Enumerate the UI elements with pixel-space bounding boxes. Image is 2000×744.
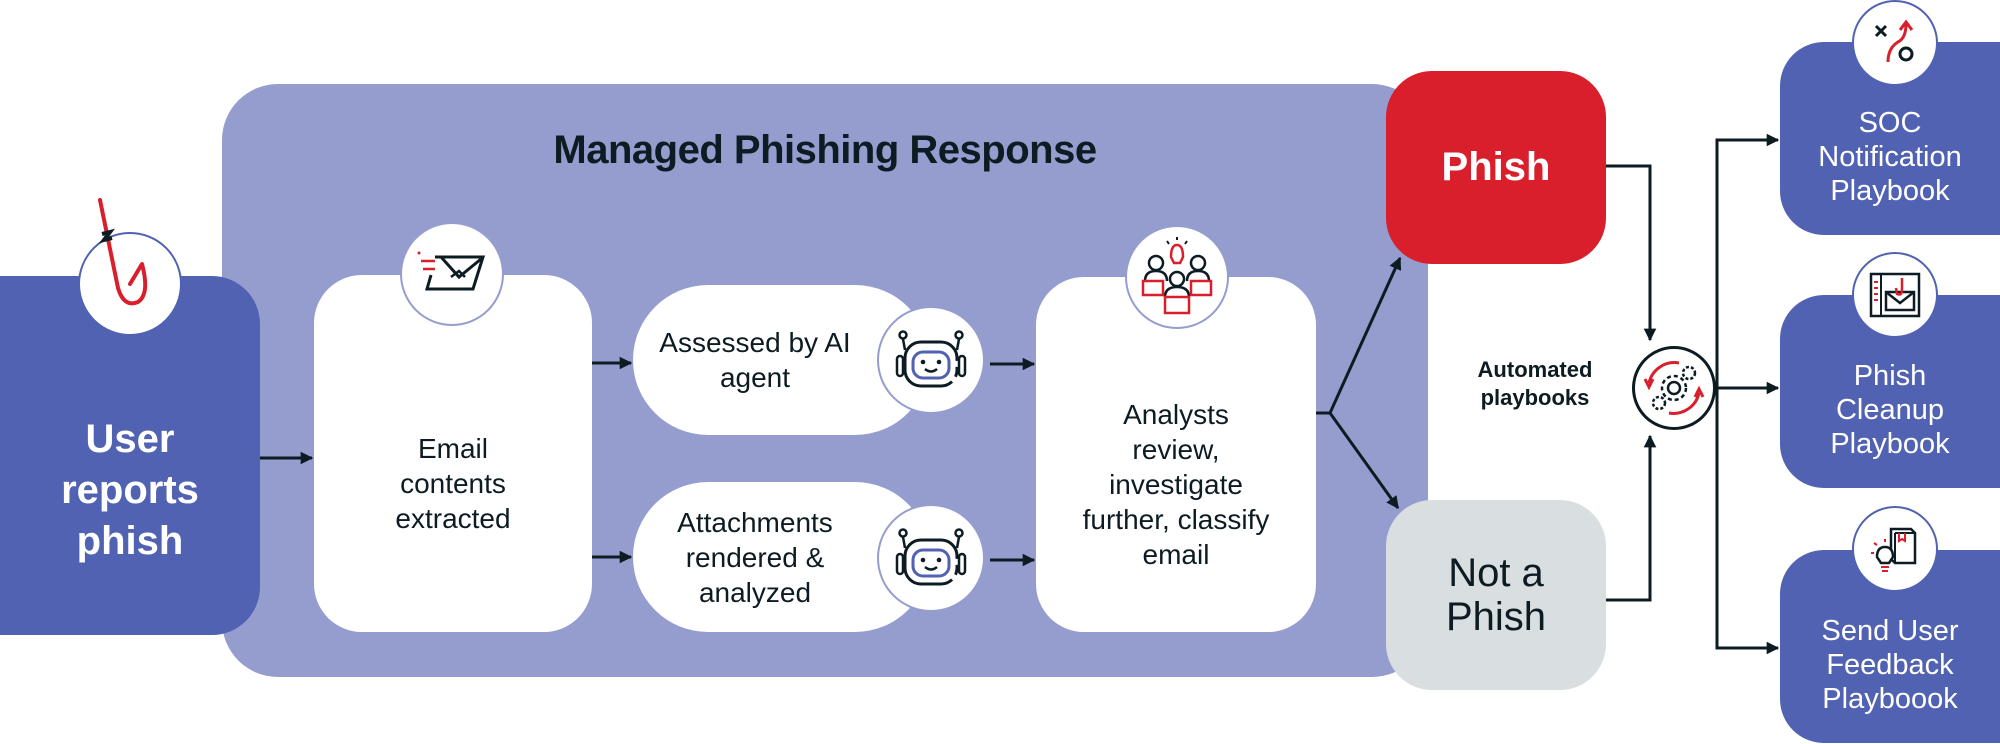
phish-cleanup-playbook-label: Phish Cleanup Playbook (1830, 359, 1950, 460)
analysts-team-icon (1141, 237, 1213, 315)
analysts-review-label: Analysts review, investigate further, cl… (1082, 399, 1270, 570)
arrow-gears-to-soc (1715, 133, 1780, 388)
arrow-analysts-to-notphish (1328, 412, 1400, 510)
ai-assessment-label: Assessed by AI agent (659, 327, 851, 393)
knowledge-book-icon-circle (1852, 506, 1938, 592)
envelope-icon-circle (400, 222, 504, 326)
fishing-hook-icon-circle (78, 198, 182, 336)
attachments-analysis-label: Attachments rendered & analyzed (677, 506, 833, 608)
strategy-icon (1874, 19, 1914, 63)
arrow-notphish-to-gears (1606, 434, 1657, 602)
robot-icon (895, 330, 967, 388)
gears-cycle-icon-circle (1632, 346, 1716, 430)
automated-playbooks-label: Automated playbooks (1477, 357, 1593, 410)
robot-icon-circle-1 (877, 306, 985, 414)
not-a-phish-outcome-label: Not a Phish (1445, 551, 1547, 639)
diagram-title: Managed Phishing Response (553, 128, 1097, 172)
gears-cycle-icon (1643, 361, 1705, 415)
arrow-phish-to-gears (1606, 164, 1657, 342)
soc-notification-playbook-label: SOC Notification Playbook (1818, 106, 1962, 207)
arrow-analysts-to-phish (1316, 256, 1402, 415)
envelope-icon (417, 251, 486, 291)
analysts-review-box: Analysts review, investigate further, cl… (1036, 277, 1316, 632)
phish-email-icon (1869, 272, 1921, 318)
strategy-icon-circle (1852, 0, 1938, 86)
fishing-hook-icon (98, 198, 148, 306)
user-feedback-playbook-label: Send User Feedback Playboook (1821, 614, 1959, 715)
phish-outcome-box: Phish (1386, 71, 1606, 264)
arrow-gears-to-feedback (1715, 388, 1780, 655)
email-contents-label: Email contents extracted (395, 433, 511, 534)
not-a-phish-outcome-box: Not a Phish (1386, 500, 1606, 690)
user-reports-phish-box: User reports phish (0, 276, 260, 635)
email-contents-box: Email contents extracted (314, 275, 592, 632)
robot-icon-circle-2 (877, 504, 985, 612)
phish-outcome-label: Phish (1441, 145, 1551, 189)
phish-email-icon-circle (1852, 252, 1938, 338)
knowledge-book-icon (1871, 527, 1917, 572)
analysts-team-icon-circle (1125, 225, 1229, 329)
robot-icon (895, 528, 967, 586)
user-reports-phish-label: User reports phish (61, 417, 199, 563)
